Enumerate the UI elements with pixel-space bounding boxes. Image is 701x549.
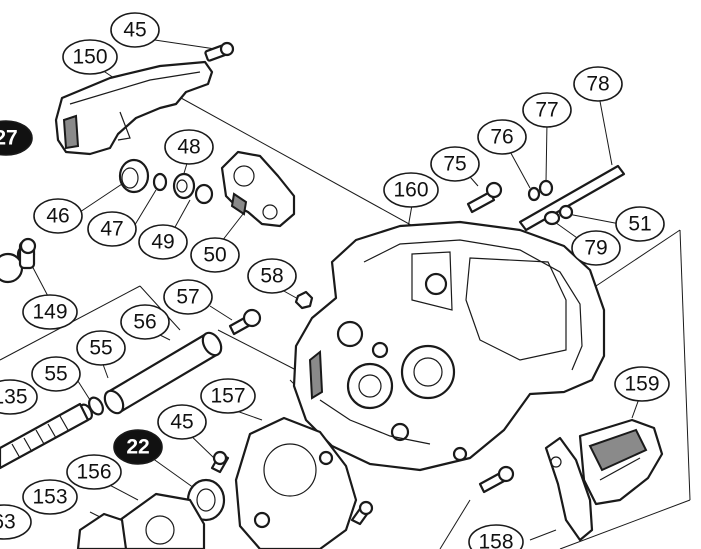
- callout-45-top: 45: [110, 12, 160, 48]
- part-50-yoke: [220, 150, 296, 228]
- part-58-nut: [294, 290, 314, 310]
- callout-45-lower: 45: [157, 404, 207, 440]
- svg-text:57: 57: [176, 286, 199, 309]
- svg-text:46: 46: [46, 205, 69, 228]
- svg-text:22: 22: [126, 436, 149, 459]
- part-76-ring: [527, 186, 541, 202]
- part-screw-bottom-b: [350, 500, 374, 526]
- svg-text:27: 27: [0, 127, 18, 150]
- svg-text:45: 45: [123, 19, 146, 42]
- part-75-screw: [466, 181, 503, 214]
- callout-158: 158: [468, 524, 524, 549]
- part-49-ring: [194, 183, 214, 205]
- callout-157: 157: [200, 378, 256, 414]
- svg-text:149: 149: [32, 301, 67, 324]
- callout-135: 135: [0, 379, 38, 415]
- callout-159: 159: [614, 366, 670, 402]
- callout-27: 27: [0, 120, 33, 156]
- part-51-clip: [558, 204, 574, 220]
- part-45-screw-top: [204, 41, 235, 62]
- svg-text:56: 56: [133, 311, 156, 334]
- part-57-screw: [228, 308, 262, 336]
- svg-text:79: 79: [584, 237, 607, 260]
- svg-text:49: 49: [151, 231, 174, 254]
- part-79-ring: [543, 210, 561, 226]
- svg-text:158: 158: [478, 531, 513, 549]
- callout-156: 156: [66, 454, 122, 490]
- part-45-screw-lower: [210, 450, 230, 474]
- callout-149: 149: [22, 294, 78, 330]
- part-screw-bottom-a: [478, 465, 515, 494]
- svg-text:55: 55: [89, 337, 112, 360]
- callout-160: 160: [383, 172, 439, 208]
- part-157-side-plate: [234, 416, 358, 549]
- part-150-cover: [54, 60, 214, 156]
- callout-78: 78: [573, 66, 623, 102]
- svg-text:153: 153: [32, 486, 67, 509]
- callout-49: 49: [138, 224, 188, 260]
- svg-text:47: 47: [100, 218, 123, 241]
- callout-22: 22: [113, 429, 163, 465]
- svg-text:78: 78: [586, 73, 609, 96]
- callouts: 45 150 27 48 46 47 49 50: [0, 12, 670, 549]
- callout-150: 150: [62, 39, 118, 75]
- callout-57: 57: [163, 279, 213, 315]
- callout-55-lower: 55: [31, 356, 81, 392]
- callout-58: 58: [247, 258, 297, 294]
- svg-text:150: 150: [72, 46, 107, 69]
- part-47-ring: [152, 172, 168, 192]
- leader-lines: [0, 38, 691, 549]
- svg-text:135: 135: [0, 386, 28, 409]
- callout-77: 77: [522, 92, 572, 128]
- svg-text:75: 75: [443, 153, 466, 176]
- callout-75: 75: [430, 146, 480, 182]
- part-77-ring: [538, 179, 554, 197]
- part-48-collar: [172, 172, 196, 200]
- part-156-plate: [108, 492, 206, 549]
- part-135-worm-shaft: [0, 402, 90, 470]
- part-56-tube: [103, 331, 223, 415]
- callout-48: 48: [164, 129, 214, 165]
- callout-79: 79: [571, 230, 621, 266]
- svg-text:63: 63: [0, 511, 16, 534]
- callout-55-upper: 55: [76, 330, 126, 366]
- part-158-lever: [544, 436, 594, 542]
- svg-text:45: 45: [170, 411, 193, 434]
- svg-text:76: 76: [490, 126, 513, 149]
- callout-56: 56: [120, 304, 170, 340]
- svg-text:51: 51: [628, 213, 651, 236]
- svg-text:55: 55: [44, 363, 67, 386]
- svg-text:50: 50: [203, 244, 226, 267]
- part-153-part: [76, 512, 128, 549]
- part-46-collar: [118, 158, 150, 194]
- svg-text:48: 48: [177, 136, 200, 159]
- svg-text:160: 160: [393, 179, 428, 202]
- svg-text:156: 156: [76, 461, 111, 484]
- svg-text:77: 77: [535, 99, 558, 122]
- callout-50: 50: [190, 237, 240, 273]
- callout-153: 153: [22, 479, 78, 515]
- callout-76: 76: [477, 119, 527, 155]
- callout-46: 46: [33, 198, 83, 234]
- callout-63: 63: [0, 504, 32, 540]
- svg-text:159: 159: [624, 373, 659, 396]
- part-149-pin: [18, 237, 37, 270]
- callout-51: 51: [615, 206, 665, 242]
- svg-text:157: 157: [210, 385, 245, 408]
- callout-47: 47: [87, 211, 137, 247]
- part-159-cover: [578, 418, 664, 506]
- svg-text:58: 58: [260, 265, 283, 288]
- part-160-frame: [292, 220, 606, 472]
